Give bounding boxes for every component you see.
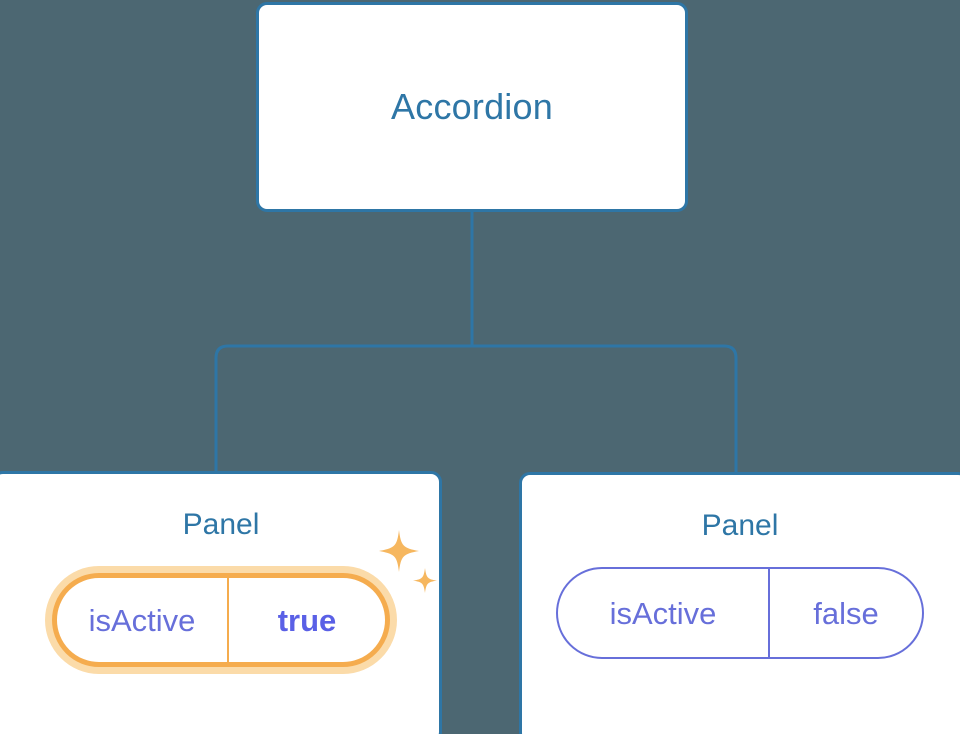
prop-value-true: true (277, 602, 337, 638)
node-accordion[interactable]: Accordion (256, 2, 688, 212)
prop-pill-body: isActive false (556, 567, 924, 659)
node-panel-inactive[interactable]: Panel isActive false (519, 472, 960, 734)
node-panel-inactive-body: Panel isActive false (522, 475, 960, 734)
node-accordion-label: Accordion (391, 86, 553, 127)
node-panel-active-label: Panel (182, 508, 260, 541)
node-panel-active[interactable]: Panel isActive true (0, 471, 442, 734)
prop-key-isactive: isActive (558, 569, 770, 657)
prop-pill-body: isActive true (52, 573, 390, 667)
node-panel-active-body: Panel isActive true (0, 474, 439, 734)
prop-value-false: false (813, 595, 879, 631)
node-panel-inactive-label: Panel (701, 509, 779, 542)
prop-pill-isactive-false[interactable]: isActive false (556, 567, 924, 659)
prop-key-isactive: isActive (57, 578, 229, 662)
prop-pill-isactive-true[interactable]: isActive true (45, 530, 437, 674)
connector-branch (214, 344, 738, 472)
